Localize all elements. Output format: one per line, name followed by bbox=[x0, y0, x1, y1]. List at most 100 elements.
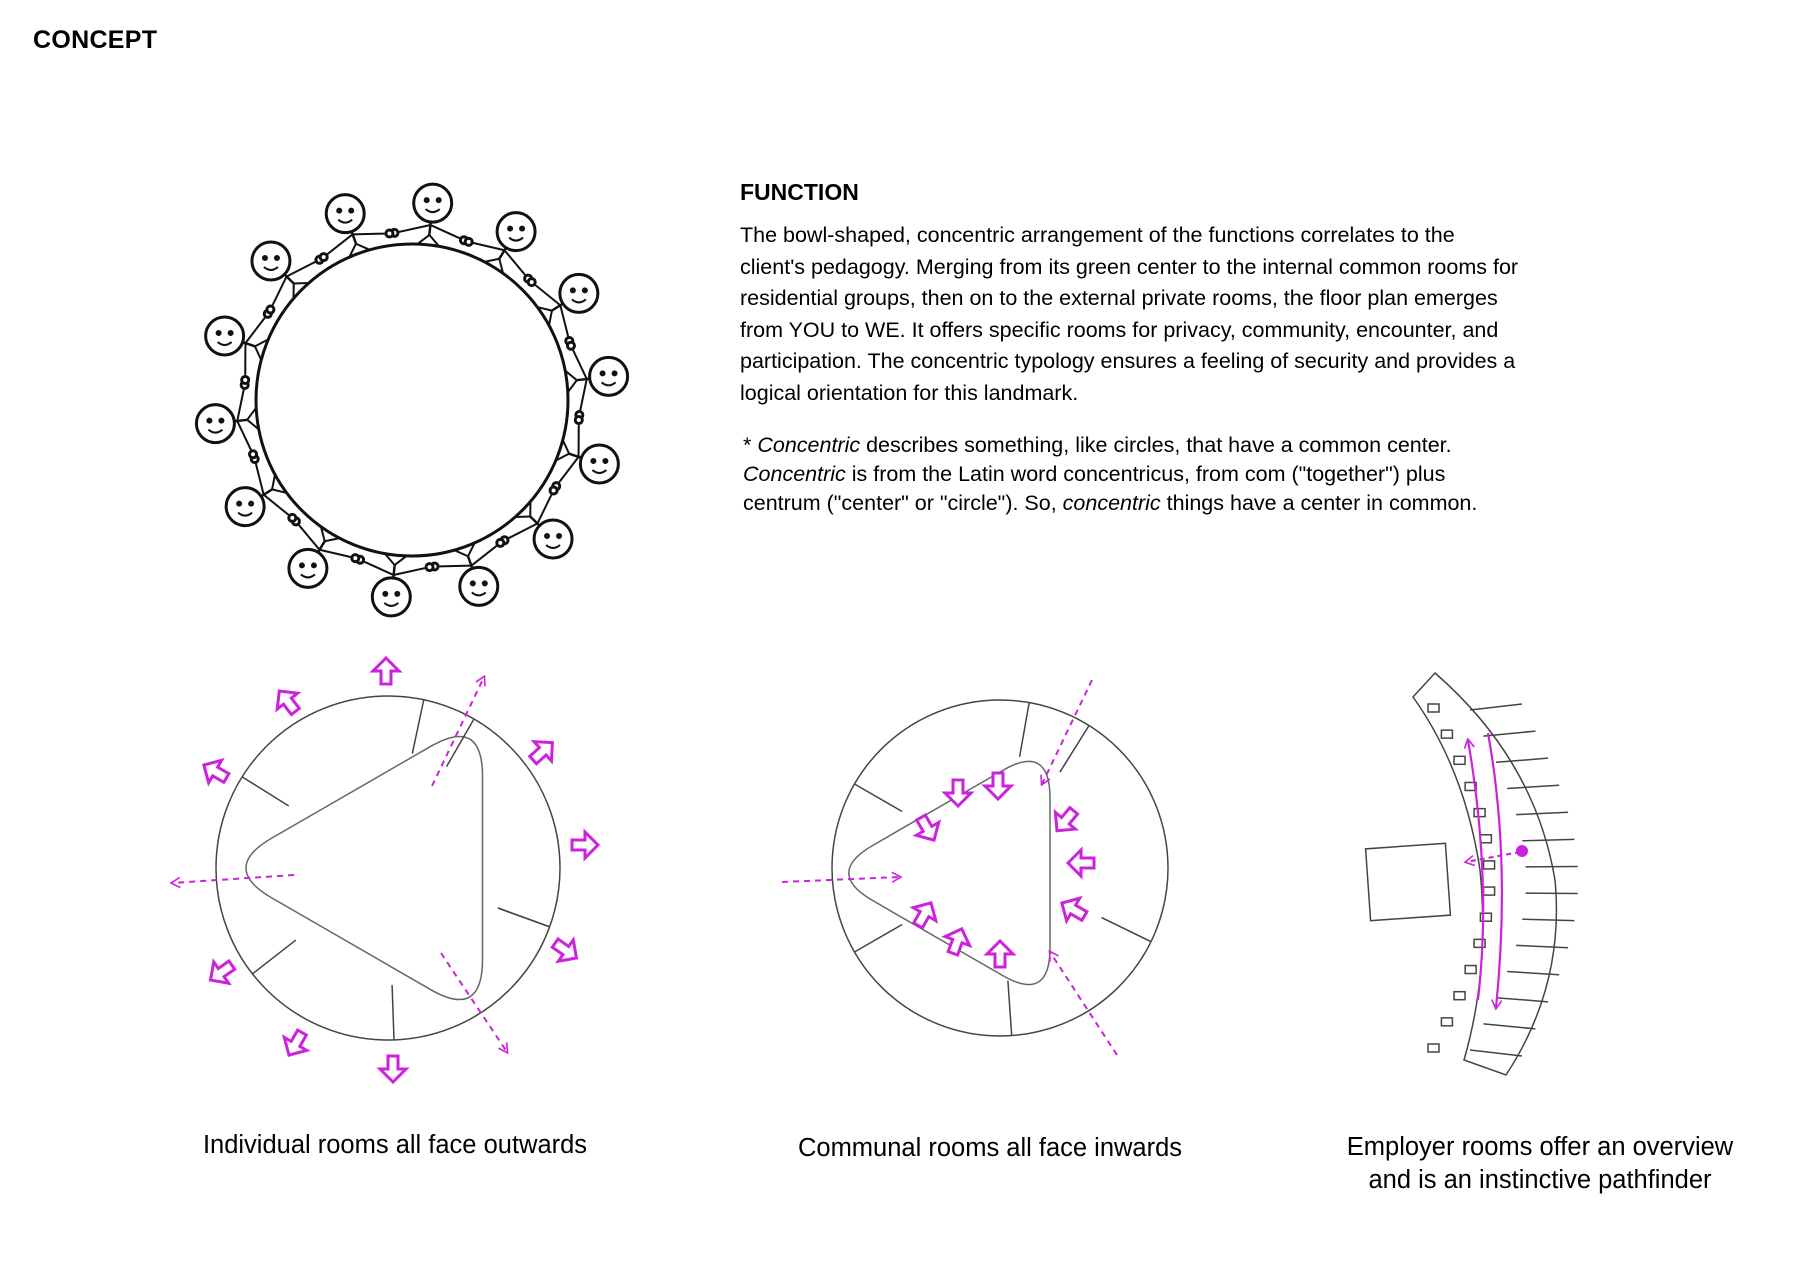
room-divider bbox=[252, 939, 297, 975]
room-divider bbox=[1059, 725, 1090, 773]
child-figure bbox=[224, 454, 298, 528]
child-figure bbox=[551, 415, 620, 492]
room-divider bbox=[854, 923, 903, 953]
child-figure bbox=[526, 272, 600, 346]
arrow-icon bbox=[1066, 848, 1096, 878]
arrow-icon bbox=[1053, 890, 1093, 929]
caption-employer: Employer rooms offer an overview and is … bbox=[1290, 1131, 1790, 1197]
dotted-path-arrows bbox=[781, 679, 1118, 1056]
room-cell-window bbox=[1473, 807, 1486, 818]
function-heading: FUNCTION bbox=[740, 179, 859, 205]
room-cell-window bbox=[1440, 729, 1454, 739]
room-divider bbox=[497, 907, 550, 928]
arrow-icon bbox=[546, 930, 586, 971]
room-divider bbox=[854, 783, 903, 813]
arrow-icon bbox=[371, 656, 401, 686]
room-cell-window bbox=[1427, 703, 1440, 713]
room-cell-window bbox=[1482, 860, 1496, 870]
arrow-icon bbox=[570, 830, 600, 860]
child-figure bbox=[287, 516, 361, 589]
footnote-line: centrum ("center" or "circle"). So, conc… bbox=[743, 491, 1478, 515]
room-cell-wall bbox=[1516, 944, 1569, 949]
room-cell-wall bbox=[1469, 703, 1523, 711]
room-cell-wall bbox=[1522, 838, 1575, 842]
inward-arrows bbox=[905, 771, 1096, 969]
dotted-path-arrows bbox=[169, 674, 509, 1055]
function-body: The bowl-shaped, concentric arrangement … bbox=[740, 220, 1670, 409]
arrow-icon bbox=[267, 681, 308, 721]
diagram-employer bbox=[1364, 671, 1578, 1076]
footnote-line: Concentric is from the Latin word concen… bbox=[743, 462, 1446, 486]
function-body-line: The bowl-shaped, concentric arrangement … bbox=[740, 223, 1455, 247]
arrow-icon bbox=[201, 952, 241, 993]
room-divider bbox=[1007, 980, 1013, 1036]
room-dividers bbox=[241, 699, 550, 1040]
function-body-line: logical orientation for this landmark. bbox=[740, 380, 1079, 405]
room-divider bbox=[391, 984, 395, 1040]
room-cell-window bbox=[1479, 912, 1493, 922]
inner-courtyard bbox=[245, 735, 484, 1001]
child-figure bbox=[499, 485, 574, 560]
room-cell-window bbox=[1427, 1043, 1440, 1053]
child-figure bbox=[564, 340, 630, 421]
function-body-line: client's pedagogy. Merging from its gree… bbox=[740, 254, 1519, 279]
child-figure bbox=[355, 552, 435, 618]
arrow-icon bbox=[983, 771, 1013, 801]
room-cells bbox=[1427, 703, 1578, 1057]
footnote-line: * Concentric describes something, like c… bbox=[743, 433, 1452, 457]
room-cell-wall bbox=[1495, 757, 1549, 764]
big-circle bbox=[254, 242, 570, 558]
outer-ring bbox=[215, 695, 561, 1041]
child-figure bbox=[250, 240, 325, 315]
diagram-inward bbox=[781, 679, 1169, 1056]
caption-outward: Individual rooms all face outwards bbox=[202, 1131, 588, 1159]
room-divider bbox=[1101, 916, 1152, 943]
position-dot-icon bbox=[1516, 845, 1528, 857]
arrow-icon bbox=[939, 922, 976, 960]
room-cell-wall bbox=[1469, 1049, 1523, 1057]
inner-courtyard bbox=[848, 760, 1051, 986]
room-divider bbox=[411, 699, 425, 754]
room-cell-wall bbox=[1507, 970, 1560, 976]
caption-line: Employer rooms offer an overview bbox=[1346, 1133, 1734, 1161]
child-figure bbox=[389, 182, 469, 248]
room-cell-wall bbox=[1516, 811, 1569, 816]
child-figure bbox=[204, 308, 273, 385]
room-cell-window bbox=[1440, 1017, 1454, 1027]
room-cell-window bbox=[1453, 990, 1466, 1001]
concentric-footnote: * Concentric describes something, like c… bbox=[743, 431, 1673, 518]
children-circle-illustration bbox=[194, 182, 630, 618]
room-divider bbox=[241, 776, 290, 807]
child-figure bbox=[194, 379, 260, 460]
child-figure bbox=[463, 211, 537, 284]
room-cell-window bbox=[1464, 781, 1477, 792]
arrow-icon bbox=[522, 731, 563, 772]
arrow-icon bbox=[985, 939, 1015, 969]
room-cell-window bbox=[1479, 834, 1493, 844]
curved-wing bbox=[1412, 671, 1558, 1076]
room-divider bbox=[445, 718, 475, 768]
caption-line: and is an instinctive pathfinder bbox=[1368, 1166, 1712, 1194]
outer-ring bbox=[831, 699, 1169, 1037]
caption-inward: Communal rooms all face inwards bbox=[797, 1134, 1183, 1162]
function-body-line: residential groups, then on to the exter… bbox=[740, 286, 1498, 310]
arrow-icon bbox=[908, 809, 947, 849]
arrow-icon bbox=[905, 894, 944, 934]
room-cell-window bbox=[1453, 755, 1466, 766]
function-body-line: from YOU to WE. It offers specific rooms… bbox=[740, 317, 1499, 342]
room-cell-window bbox=[1464, 964, 1477, 975]
room-cell-window bbox=[1482, 886, 1496, 896]
child-figure bbox=[429, 537, 506, 607]
room-cell-wall bbox=[1483, 730, 1536, 737]
pathfinder-arrows bbox=[1463, 732, 1521, 1011]
arrow-icon bbox=[1045, 800, 1086, 841]
child-figure bbox=[318, 193, 395, 263]
room-cell-wall bbox=[1522, 918, 1575, 922]
arrow-icon bbox=[195, 752, 235, 791]
arrow-icon bbox=[276, 1024, 315, 1064]
arrow-icon bbox=[378, 1054, 408, 1084]
room-cell-wall bbox=[1483, 1023, 1536, 1030]
room-divider bbox=[1018, 702, 1030, 757]
diagram-outward bbox=[169, 656, 600, 1084]
